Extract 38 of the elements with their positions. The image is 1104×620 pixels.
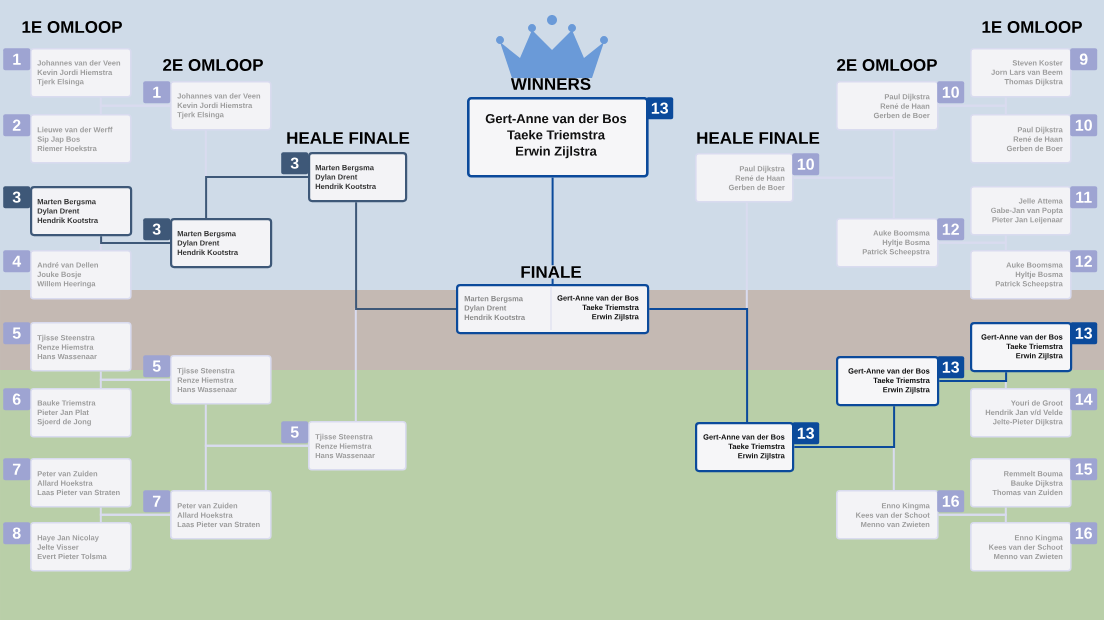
seed-badge: 7 bbox=[143, 490, 171, 513]
seed-badge: 13 bbox=[1070, 322, 1098, 345]
column-heading: 1E OMLOOP bbox=[982, 21, 1082, 33]
seed-badge: 9 bbox=[1070, 48, 1098, 71]
column-heading: 1E OMLOOP bbox=[22, 21, 122, 33]
seed-badge: 5 bbox=[281, 421, 309, 444]
seed-badge: 15 bbox=[1070, 458, 1098, 481]
seed-badge: 12 bbox=[1070, 250, 1098, 273]
column-heading: 2E OMLOOP bbox=[837, 59, 937, 71]
box-heading: FINALE bbox=[519, 265, 583, 279]
seed-badge: 12 bbox=[937, 218, 965, 241]
seed-badge: 2 bbox=[3, 114, 31, 137]
seed-badge: 7 bbox=[3, 458, 31, 481]
seed-badge: 11 bbox=[1070, 186, 1098, 209]
seed-badge: 1 bbox=[3, 48, 31, 71]
seed-badge: 16 bbox=[1070, 522, 1098, 545]
seed-badge: 10 bbox=[1070, 114, 1098, 137]
column-heading: HEALE FINALE bbox=[287, 132, 410, 144]
seed-badge: 3 bbox=[281, 152, 309, 175]
seed-badge: 3 bbox=[143, 218, 171, 241]
seed-badge: 16 bbox=[937, 490, 965, 513]
box-heading: WINNERS bbox=[510, 78, 591, 90]
seed-badge: 10 bbox=[792, 153, 820, 176]
seed-badge: 1 bbox=[143, 81, 171, 104]
seed-badge: 13 bbox=[646, 97, 674, 120]
seed-badge: 3 bbox=[3, 186, 31, 209]
seed-badge: 14 bbox=[1070, 388, 1098, 411]
seed-badge: 6 bbox=[3, 388, 31, 411]
column-heading: 2E OMLOOP bbox=[163, 59, 263, 71]
seed-badge: 8 bbox=[3, 522, 31, 545]
seed-badge: 5 bbox=[3, 322, 31, 345]
column-heading: HEALE FINALE bbox=[697, 132, 820, 144]
seed-badge: 4 bbox=[3, 250, 31, 273]
seed-badge: 13 bbox=[937, 356, 965, 379]
seed-badge: 13 bbox=[792, 422, 820, 445]
seed-badge: 10 bbox=[937, 81, 965, 104]
seed-badge: 5 bbox=[143, 355, 171, 378]
team-box: Gert-Anne van der Bos Taeke Triemstra Erwin Zijlstra bbox=[467, 97, 649, 178]
